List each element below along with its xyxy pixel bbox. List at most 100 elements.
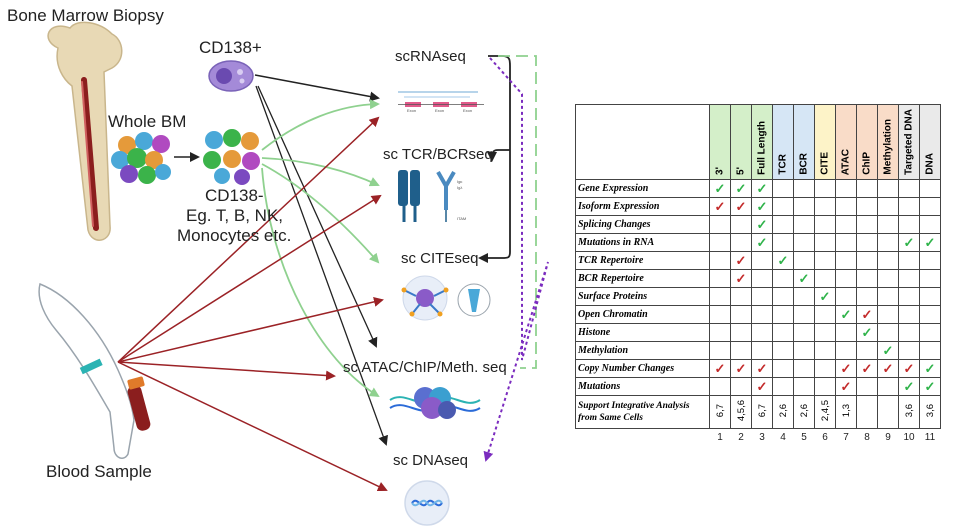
- table-corner: [575, 104, 710, 180]
- column-number: 11: [924, 432, 936, 443]
- empty-cell: [835, 251, 857, 270]
- empty-cell: [835, 197, 857, 216]
- empty-cell: [793, 179, 815, 198]
- table-row: Copy Number Changes✓✓✓✓✓✓✓✓: [575, 359, 941, 378]
- empty-cell: [898, 287, 920, 306]
- empty-cell: [919, 323, 941, 342]
- green-check-icon: ✓: [751, 215, 773, 234]
- scrna-illustration: Exon Exon Exon: [398, 91, 484, 113]
- svg-text:Exon: Exon: [463, 108, 472, 113]
- empty-cell: [814, 233, 836, 252]
- empty-cell: [730, 377, 752, 396]
- empty-cell: [898, 215, 920, 234]
- empty-cell: [919, 197, 941, 216]
- column-number: 8: [864, 432, 870, 443]
- empty-cell: [856, 377, 878, 396]
- empty-cell: [835, 233, 857, 252]
- bone-illustration: [47, 21, 123, 241]
- empty-cell: [814, 215, 836, 234]
- column-header-label: ChIP: [861, 152, 873, 175]
- empty-cell: [877, 287, 899, 306]
- green-check-icon: ✓: [898, 377, 920, 396]
- empty-cell: [877, 251, 899, 270]
- red-check-icon: ✓: [751, 377, 773, 396]
- integration-value: [856, 395, 878, 429]
- empty-cell: [709, 287, 731, 306]
- column-header: ATAC: [835, 104, 857, 180]
- red-check-icon: ✓: [877, 359, 899, 378]
- dnaseq-label: sc DNAseq: [393, 452, 469, 469]
- column-header-label: TCR: [777, 154, 789, 175]
- empty-cell: [835, 179, 857, 198]
- column-header: 5': [730, 104, 752, 180]
- empty-cell: [835, 341, 857, 360]
- tcr-bcr-label: sc TCR/BCRseq: [383, 146, 493, 163]
- column-header: BCR: [793, 104, 815, 180]
- workflow-diagram: Exon Exon Exon Igκ Igλ ITAM: [38, 21, 549, 526]
- table-row: Methylation✓: [575, 341, 941, 360]
- integration-value: 2,4,5: [814, 395, 836, 429]
- row-label: Splicing Changes: [575, 215, 710, 234]
- empty-cell: [793, 323, 815, 342]
- column-header-label: 3': [714, 167, 726, 175]
- empty-cell: [919, 179, 941, 198]
- empty-cell: [877, 233, 899, 252]
- column-number: 2: [738, 432, 744, 443]
- column-number: 1: [717, 432, 723, 443]
- red-check-icon: ✓: [709, 359, 731, 378]
- integration-value: 6,7: [709, 395, 731, 429]
- empty-cell: [793, 377, 815, 396]
- green-check-icon: ✓: [751, 197, 773, 216]
- empty-cell: [709, 233, 731, 252]
- column-header: Targeted DNA: [898, 104, 920, 180]
- red-check-icon: ✓: [751, 359, 773, 378]
- column-header: ChIP: [856, 104, 878, 180]
- red-check-icon: ✓: [856, 305, 878, 324]
- empty-cell: [877, 179, 899, 198]
- atac-illustration: [389, 387, 481, 419]
- empty-cell: [772, 233, 794, 252]
- empty-cell: [814, 359, 836, 378]
- empty-cell: [898, 323, 920, 342]
- blood-tube: [127, 376, 151, 431]
- column-number: 5: [801, 432, 807, 443]
- green-check-icon: ✓: [919, 377, 941, 396]
- empty-cell: [814, 341, 836, 360]
- empty-cell: [772, 341, 794, 360]
- empty-cell: [730, 287, 752, 306]
- empty-cell: [877, 215, 899, 234]
- row-label: Support Integrative Analysis from Same C…: [575, 395, 710, 429]
- empty-cell: [919, 269, 941, 288]
- row-label: Copy Number Changes: [575, 359, 710, 378]
- green-check-icon: ✓: [751, 233, 773, 252]
- svg-text:Exon: Exon: [435, 108, 444, 113]
- empty-cell: [877, 269, 899, 288]
- table-row: Histone✓: [575, 323, 941, 342]
- empty-cell: [730, 341, 752, 360]
- empty-cell: [730, 233, 752, 252]
- empty-cell: [751, 305, 773, 324]
- cite-illustration: [401, 275, 491, 321]
- empty-cell: [709, 215, 731, 234]
- green-check-icon: ✓: [772, 251, 794, 270]
- empty-cell: [793, 251, 815, 270]
- empty-cell: [709, 251, 731, 270]
- green-check-icon: ✓: [709, 179, 731, 198]
- empty-cell: [793, 233, 815, 252]
- empty-cell: [856, 233, 878, 252]
- empty-cell: [709, 269, 731, 288]
- red-check-icon: ✓: [730, 251, 752, 270]
- column-header-label: Targeted DNA: [903, 109, 915, 175]
- integration-value: [877, 395, 899, 429]
- empty-cell: [856, 287, 878, 306]
- empty-cell: [793, 197, 815, 216]
- empty-cell: [793, 305, 815, 324]
- empty-cell: [898, 179, 920, 198]
- empty-cell: [856, 341, 878, 360]
- column-number: 4: [780, 432, 786, 443]
- row-label: Gene Expression: [575, 179, 710, 198]
- red-check-icon: ✓: [898, 359, 920, 378]
- column-number: 6: [822, 432, 828, 443]
- scrnaseq-label: scRNAseq: [395, 48, 466, 65]
